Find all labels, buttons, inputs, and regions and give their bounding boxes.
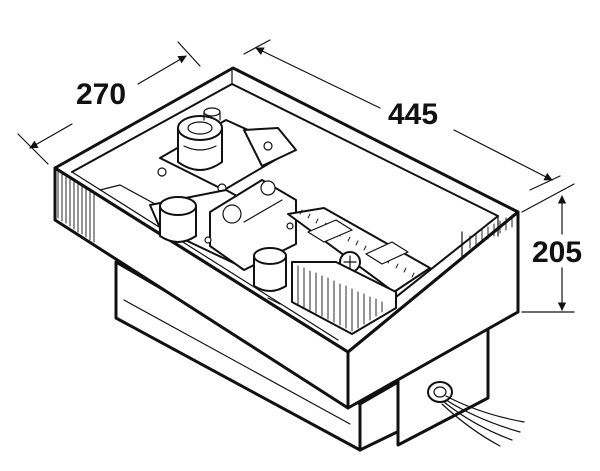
dimension-length: 445: [243, 39, 561, 191]
width-dimension-label: 270: [76, 78, 126, 111]
housing-tub: [53, 66, 520, 410]
dimension-width: 270: [17, 41, 201, 165]
height-dimension-label: 205: [532, 236, 582, 269]
length-dimension-label: 445: [388, 98, 438, 131]
internal-mechanism: [149, 107, 431, 335]
dimension-height: 205: [521, 183, 582, 313]
cable-gland: [427, 381, 525, 447]
